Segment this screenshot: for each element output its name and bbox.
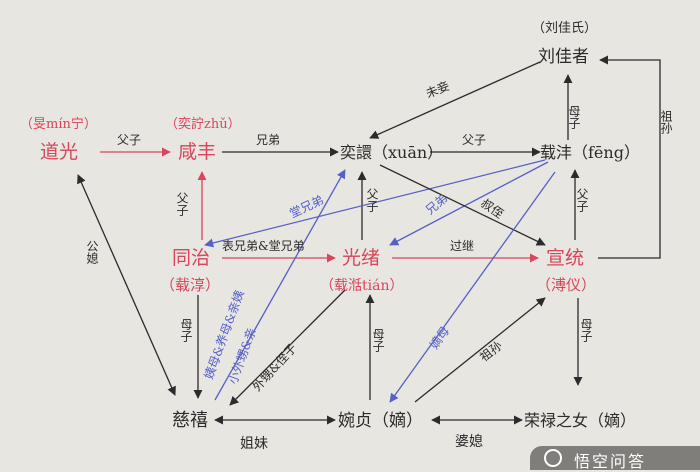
rel-muzi-liujia: 母子: [567, 105, 581, 129]
node-xianfeng-note: （奕詝zhǔ）: [165, 116, 241, 132]
rel-jiemei: 姐妹: [240, 436, 268, 452]
edge-cixi-yixuan: [214, 169, 346, 401]
watermark-logo-icon: [544, 449, 562, 467]
node-tongzhi-note: （载淳）: [160, 276, 220, 294]
rel-fuzi-xuantong: 父子: [575, 188, 589, 212]
node-xianfeng: 咸丰: [178, 141, 216, 163]
rel-dimu: 嫡母: [426, 323, 452, 351]
edge-xuantong-wanzhen: [414, 297, 546, 403]
node-guangxu: 光绪: [342, 247, 380, 269]
rel-muzi-xuantong: 母子: [579, 318, 593, 342]
node-daoguang: 道光: [40, 141, 78, 163]
edge-zaifeng-tongzhi: [204, 159, 546, 248]
node-tongzhi: 同治: [172, 247, 210, 269]
edge-yixuan-xuantong: [379, 164, 546, 246]
edge-liujia-yixuan: [369, 61, 541, 139]
node-liujia-note: （刘佳氏）: [532, 21, 597, 36]
edge-cixi-guangxu: [229, 289, 346, 406]
edges: [77, 55, 661, 425]
rel-zusun-xuantong: 祖孙: [477, 338, 505, 365]
rel-fuzi-yixuan: 父子: [462, 133, 486, 147]
node-guangxu-note: （载湉tián）: [320, 278, 403, 294]
rel-muzi-guangxu: 母子: [371, 328, 385, 352]
rel-xiongdi: 兄弟: [256, 133, 280, 147]
rel-xiongdi-blue: 兄弟: [423, 191, 450, 217]
rel-guoji: 过继: [450, 239, 474, 253]
node-cixi: 慈禧: [172, 410, 208, 431]
node-yixuan: 奕譞（xuān）: [340, 143, 443, 162]
node-liujia: 刘佳者: [538, 47, 589, 67]
rel-shuzhi: 叔侄: [478, 196, 506, 221]
rel-biaotang: 表兄弟&堂兄弟: [222, 239, 305, 253]
rel-fuzi-guangxu: 父子: [365, 188, 379, 212]
rel-weiqie: 未妾: [424, 78, 452, 101]
node-wanzhen: 婉贞（嫡）: [338, 411, 423, 431]
node-xuantong-note: （溥仪）: [536, 276, 596, 294]
edge-zaifeng-guangxu: [389, 161, 549, 246]
rel-waisheng: 外甥&侄子: [250, 341, 300, 394]
rel-muzi-tongzhi: 母子: [179, 318, 193, 342]
rel-fuzi-xianfeng: 父子: [175, 192, 189, 216]
node-ronglu-daughter: 荣禄之女（嫡）: [524, 411, 636, 430]
nodes: （旻mín宁） 道光 （奕詝zhǔ） 咸丰 奕譞（xuān） （刘佳氏） 刘佳者…: [20, 21, 640, 431]
rel-zusun-right: 祖孙: [659, 109, 673, 134]
edge-zaifeng-wanzhen: [389, 171, 556, 403]
rel-poxi: 婆媳: [455, 434, 483, 450]
rel-fuzi-daoguang: 父子: [117, 133, 141, 147]
edge-daoguang-cixi: [77, 174, 176, 396]
node-xuantong: 宣统: [546, 247, 584, 269]
watermark-text: 悟空问答: [574, 452, 647, 471]
rel-gongxi: 公媳: [85, 240, 99, 264]
node-zaifeng: 载沣（fēng）: [540, 143, 640, 162]
node-daoguang-note: （旻mín宁）: [20, 116, 97, 132]
edge-xuantong-liujia-grandson: [598, 55, 661, 259]
